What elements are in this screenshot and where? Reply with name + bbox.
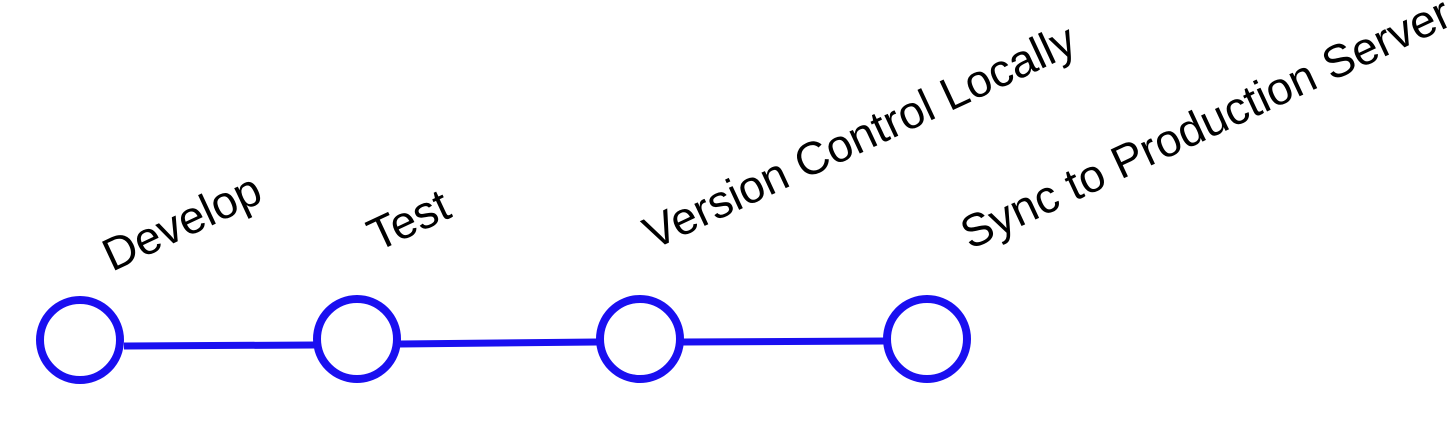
step-node-sync	[883, 295, 971, 383]
step-node-test	[313, 295, 401, 383]
step-label-test: Test	[359, 178, 458, 261]
connector-test-version-control	[399, 338, 598, 348]
step-node-develop	[36, 296, 124, 384]
step-node-version-control	[596, 295, 684, 383]
connector-version-control-sync	[682, 337, 887, 346]
step-label-develop: Develop	[94, 163, 269, 281]
connector-develop-test	[123, 341, 315, 350]
